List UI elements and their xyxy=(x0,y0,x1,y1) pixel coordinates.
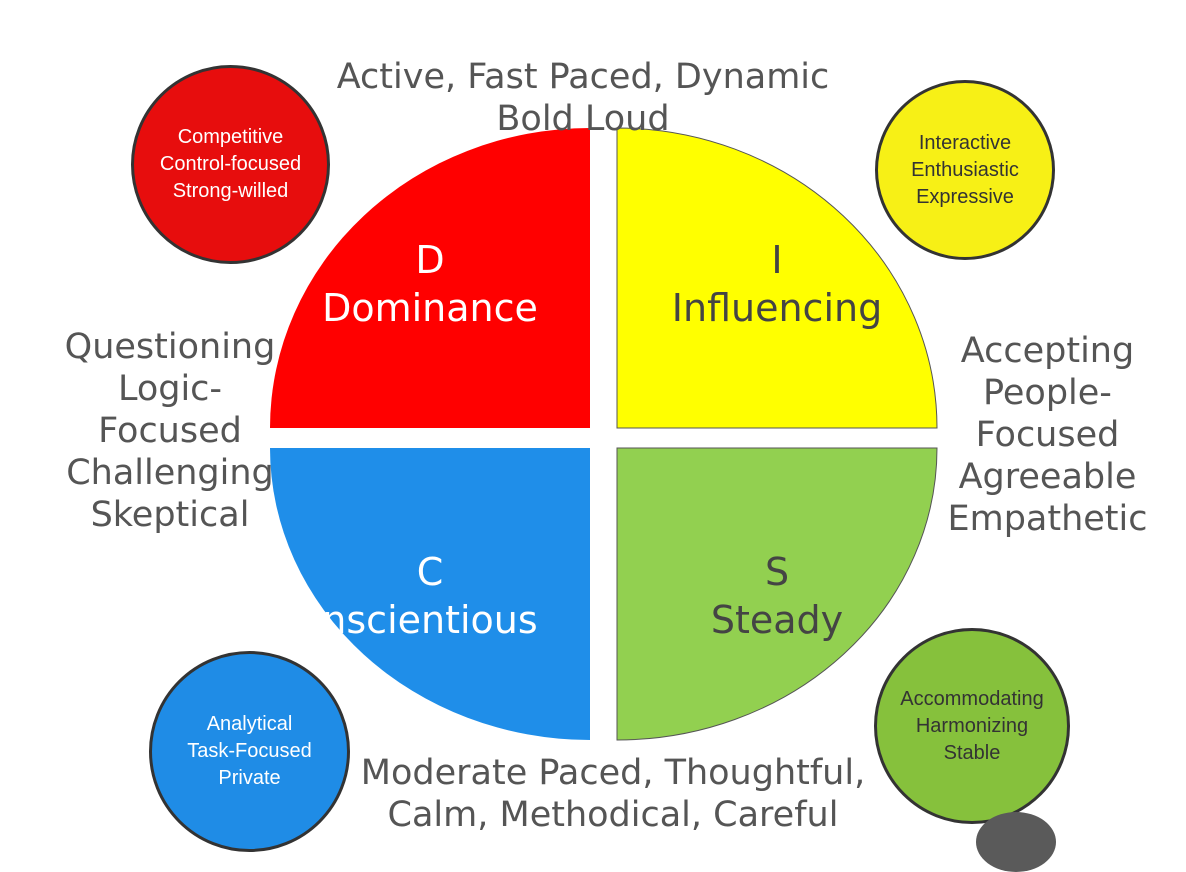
quadrant-i-letter: I xyxy=(771,238,783,282)
quadrant-s-label: S Steady xyxy=(617,548,937,644)
disc-diagram: Active, Fast Paced, Dynamic Bold Loud Qu… xyxy=(64,57,1148,872)
quadrant-d-shape xyxy=(270,128,590,428)
quadrant-c-shape xyxy=(270,448,590,740)
quadrant-i-label: I Influencing xyxy=(617,236,937,332)
quadrant-i-name: Influencing xyxy=(671,286,883,330)
bottom-label: Moderate Paced, Thoughtful, Calm, Method… xyxy=(360,753,866,835)
quadrant-c-letter: C xyxy=(416,550,444,594)
left-label: Questioning Logic- Focused Challenging S… xyxy=(64,327,276,535)
quadrant-c-label: C nscientious xyxy=(270,548,590,644)
quadrant-d-name: Dominance xyxy=(322,286,538,330)
quadrant-s-letter: S xyxy=(764,550,790,594)
bubble-c-traits: Analytical Task-Focused Private xyxy=(149,651,350,852)
bubble-s-traits: Accommodating Harmonizing Stable xyxy=(874,628,1070,824)
presenter-photo-fragment xyxy=(976,812,1056,872)
quadrant-i-shape xyxy=(616,127,938,429)
quadrant-d-label: D Dominance xyxy=(270,236,590,332)
quadrant-s-shape xyxy=(616,447,938,741)
top-label: Active, Fast Paced, Dynamic Bold Loud xyxy=(336,57,830,139)
disc-circle xyxy=(270,127,938,741)
bubble-d-traits: Competitive Control-focused Strong-wille… xyxy=(131,65,330,264)
bubble-i-traits: Interactive Enthusiastic Expressive xyxy=(875,80,1055,260)
quadrant-c-name: nscientious xyxy=(322,598,538,642)
quadrant-d-letter: D xyxy=(415,238,445,282)
quadrant-s-name: Steady xyxy=(710,598,844,642)
right-label: Accepting People- Focused Agreeable Empa… xyxy=(947,331,1148,539)
